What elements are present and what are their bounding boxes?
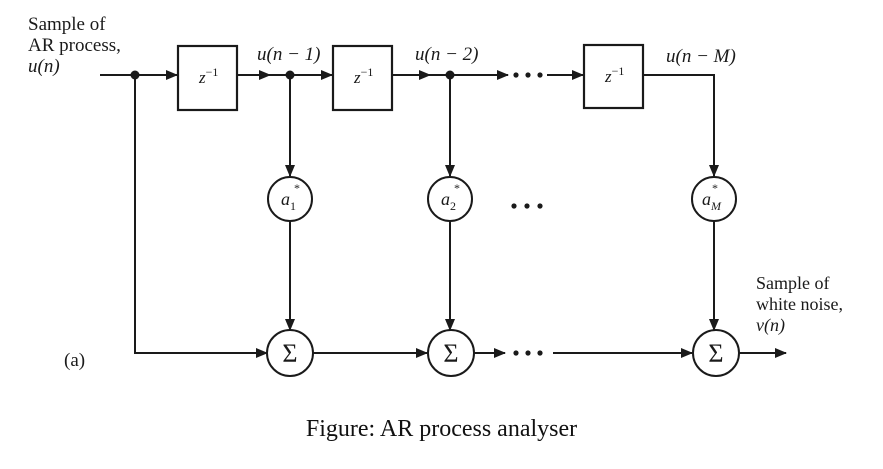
summer-symbol-2: Σ [443, 339, 458, 368]
summer-symbol-m: Σ [708, 339, 723, 368]
output-signal: ν(n) [756, 315, 785, 335]
ellipsis-bottom-dot [513, 350, 519, 356]
weight-label-2: a2 [441, 189, 456, 213]
junction-dot-2 [445, 70, 455, 80]
delay-block-3 [582, 43, 645, 110]
tap-label-1: u(n − 1) [257, 44, 320, 65]
delay-block-1 [176, 44, 239, 112]
ellipsis-mid-dot [511, 203, 517, 209]
weight-label-1: a1 [281, 189, 296, 213]
ellipsis-top-dot [513, 72, 519, 78]
figure-caption: Figure: AR process analyser [305, 416, 578, 442]
output-label-line1: Sample of [756, 273, 830, 293]
ellipsis-top-dot [537, 72, 543, 78]
weight-conj-1: * [294, 181, 300, 195]
input-signal: u(n) [28, 56, 60, 77]
input-label-line1: Sample of [28, 14, 106, 35]
delay-block-2 [331, 44, 394, 112]
delay-label-2: z−1 [353, 65, 373, 87]
ellipsis-mid-dot [537, 203, 543, 209]
output-label-line2: white noise, [756, 294, 843, 314]
junction-dot-input [130, 70, 140, 80]
ellipsis-bottom-dot [537, 350, 543, 356]
ellipsis-bottom-dot [525, 350, 531, 356]
line-delay-3-out [643, 74, 719, 177]
delay-label-1: z−1 [198, 65, 218, 87]
input-label: Sample of AR process, u(n) [28, 14, 121, 77]
ellipsis-top-dot [525, 72, 531, 78]
tap-label-2: u(n − 2) [415, 44, 478, 65]
weight-conj-2: * [454, 181, 460, 195]
ellipsis-mid-dot [524, 203, 530, 209]
junction-dot-1 [285, 70, 295, 80]
weight-label-m: aM [702, 189, 722, 213]
output-label: Sample of white noise, ν(n) [756, 273, 843, 336]
weight-conj-m: * [712, 181, 718, 195]
part-label: (a) [64, 350, 86, 371]
bypass-line [134, 75, 268, 358]
input-label-line2: AR process, [28, 35, 121, 56]
tap-label-m: u(n − M) [666, 46, 736, 67]
delay-label-3: z−1 [604, 64, 624, 86]
summer-symbol-1: Σ [282, 339, 297, 368]
